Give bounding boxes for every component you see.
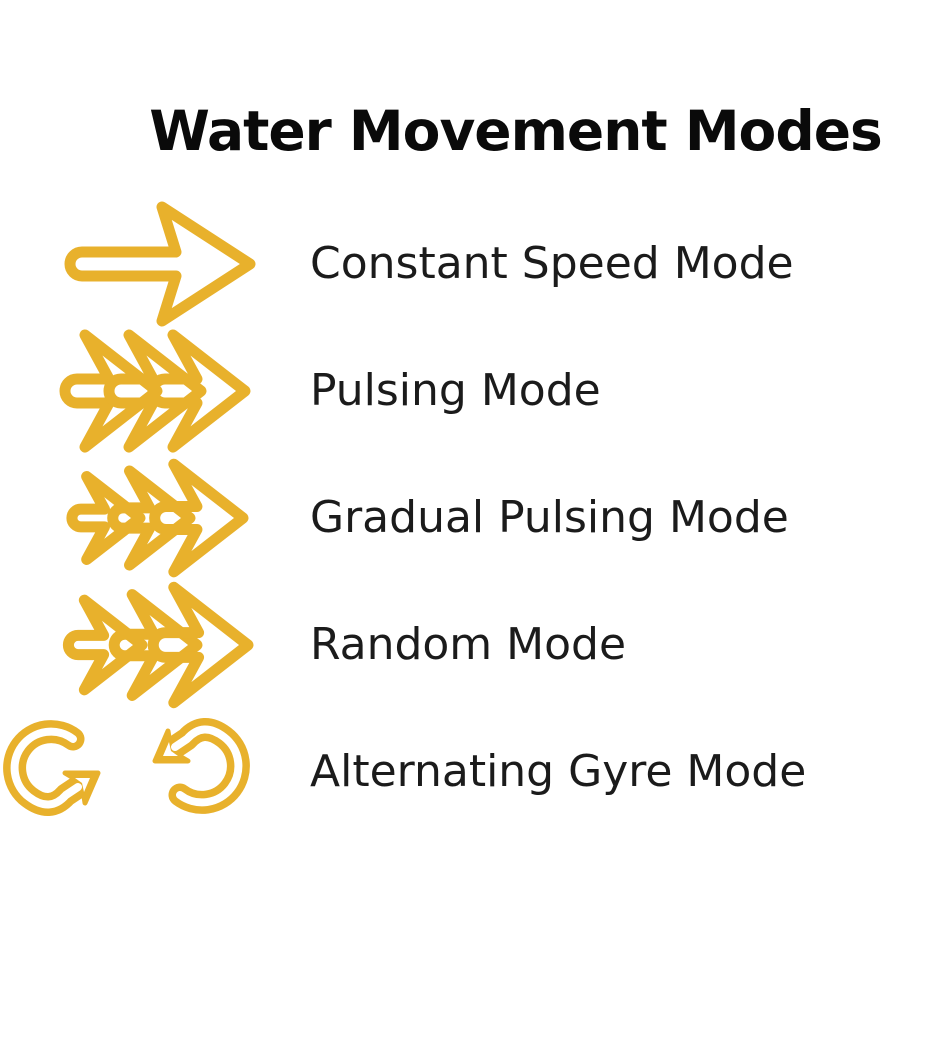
mode-label: Constant Speed Mode [310, 238, 794, 289]
mode-label: Alternating Gyre Mode [310, 746, 807, 797]
mode-row-gradual-pulsing: Gradual Pulsing Mode [0, 454, 945, 581]
gyre-curl-arrow [3, 719, 101, 816]
mode-label: Random Mode [310, 619, 627, 670]
mode-row-alternating-gyre: Alternating Gyre Mode [0, 708, 945, 835]
mode-legend: Constant Speed Mode Pulsing Mode [0, 200, 945, 835]
mode-row-pulsing: Pulsing Mode [0, 327, 945, 454]
page-title: Water Movement Modes [149, 99, 883, 163]
alternating-gyre-icon [3, 707, 300, 816]
gradual-pulsing-chevrons-icon [0, 453, 300, 583]
mode-row-random: Random Mode [0, 581, 945, 708]
random-chevrons-icon [0, 580, 300, 710]
mode-row-constant-speed: Constant Speed Mode [0, 200, 945, 327]
constant-speed-arrow-icon [64, 201, 256, 326]
pulsing-chevrons-icon [0, 326, 300, 456]
mode-label: Pulsing Mode [310, 365, 601, 416]
mode-label: Gradual Pulsing Mode [310, 492, 789, 543]
